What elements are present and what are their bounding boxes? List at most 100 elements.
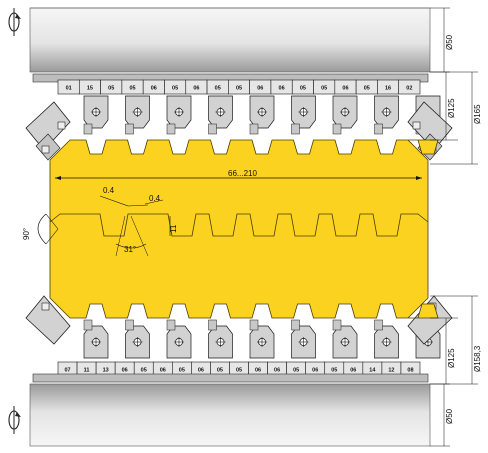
spacer-label: 16 [385,86,391,92]
side-cutter-top-left [25,101,71,161]
spacer-label: 06 [257,86,263,92]
screw-icon [298,337,309,347]
spacer-label: 06 [274,368,280,374]
spacer-label: 06 [279,86,285,92]
spacer-label: 05 [236,86,242,92]
tongue-height-label: 11 [169,224,178,233]
spacer-cell: 06 [142,79,165,95]
knife-holder [83,95,109,135]
spacer-label: 05 [236,368,242,374]
spacer-cell: 15 [78,79,101,95]
groove-detail-annotations: 0.4 0.4 31° 11 [99,186,178,257]
knife-holder [83,319,109,359]
spacer-label: 06 [122,368,128,374]
bevel-angle-indicator: 90° [22,213,59,245]
screw-icon [132,107,143,117]
screw-icon [91,337,101,347]
screw-icon [257,337,267,347]
spacer-label: 02 [406,86,412,92]
spacer-cell: 02 [398,79,421,95]
outer-dia-bottom-label: Ø158,3 [473,345,482,372]
knife-holder [125,95,150,135]
screw-icon [381,107,392,117]
spacer-cell: 06 [249,79,272,95]
side-cutter-bottom-left [25,295,71,345]
spacer-label: 08 [407,368,413,374]
rotation-arrow-icon [8,406,21,434]
knife-holder [208,95,233,135]
screw-icon [132,337,143,347]
spacer-label: 05 [172,86,178,92]
spacer-cell: 01 [57,79,80,95]
top-knife-set [83,95,441,135]
knife-holder [249,95,275,135]
spacer-cell: 05 [100,79,123,95]
knife-holder [291,95,316,135]
spacer-label: 05 [179,368,185,374]
knife-holder [208,319,233,359]
knife-holder [332,95,358,135]
spacer-label: 14 [369,368,376,374]
spacer-label: 13 [103,368,109,374]
screw-icon [174,107,184,117]
spacer-cell: 05 [164,79,187,95]
spacer-label: 05 [293,368,299,374]
hub-dia-top-label: Ø125 [447,98,456,118]
shaft-dia-top-label: Ø50 [445,34,454,50]
screw-icon [57,121,66,130]
spacer-label: 05 [129,86,135,92]
screw-icon [91,107,101,117]
workpiece-blank [49,139,439,319]
spacer-label: 06 [312,368,318,374]
knife-holder [166,319,192,359]
screw-icon [174,337,184,347]
spacer-label: 05 [300,86,306,92]
spacer-label: 06 [193,86,199,92]
spacer-cell: 05 [355,79,378,95]
knife-holder [374,319,399,359]
screw-icon [340,337,350,347]
spacer-cell: 05 [121,79,144,95]
knife-holder [125,319,150,359]
screw-icon [381,337,392,347]
spacer-label: 12 [388,368,394,374]
spacer-cell: 06 [334,79,357,95]
spacer-label: 06 [151,86,157,92]
spacer-label: 05 [217,368,223,374]
spacer-cell: 06 [270,79,293,95]
groove-angle-label: 31° [124,245,136,254]
screw-icon [215,107,226,117]
spacer-label: 06 [160,368,166,374]
tongue-groove-profile-line [49,213,429,237]
knife-holder [291,319,316,359]
spacer-label: 11 [84,368,90,374]
spacer-label: 05 [364,86,370,92]
spacer-label: 05 [141,368,147,374]
spacer-label: 06 [255,368,261,374]
screw-icon [41,302,50,311]
bevel-angle-label: 90° [22,228,31,240]
diameter-dimensions: Ø50 Ø125 Ø165 Ø125 Ø158,3 Ø50 [430,7,482,447]
spacer-cell: 06 [185,79,208,95]
screw-icon [215,337,226,347]
screw-icon [298,107,309,117]
knife-holder [166,95,192,135]
screw-icon [412,121,421,130]
spacer-label: 05 [331,368,337,374]
bottom-knife-set [83,319,441,359]
hub-dia-bottom-label: Ø125 [447,348,456,368]
spacer-cell: 16 [377,79,400,95]
spacer-cell: 05 [206,79,229,95]
spacer-cell: 05 [291,79,314,95]
spacer-cell: 05 [313,79,336,95]
spacer-label: 06 [350,368,356,374]
spacer-label: 05 [108,86,114,92]
spacer-label: 01 [66,86,72,92]
spacer-label: 07 [64,368,70,374]
screw-icon [257,107,267,117]
spacer-label: 05 [215,86,221,92]
radius-right-label: 0.4 [149,194,161,203]
width-range-label: 66...210 [228,169,257,178]
outer-dia-top-label: Ø165 [473,104,482,124]
shaft-bottom [29,383,431,447]
